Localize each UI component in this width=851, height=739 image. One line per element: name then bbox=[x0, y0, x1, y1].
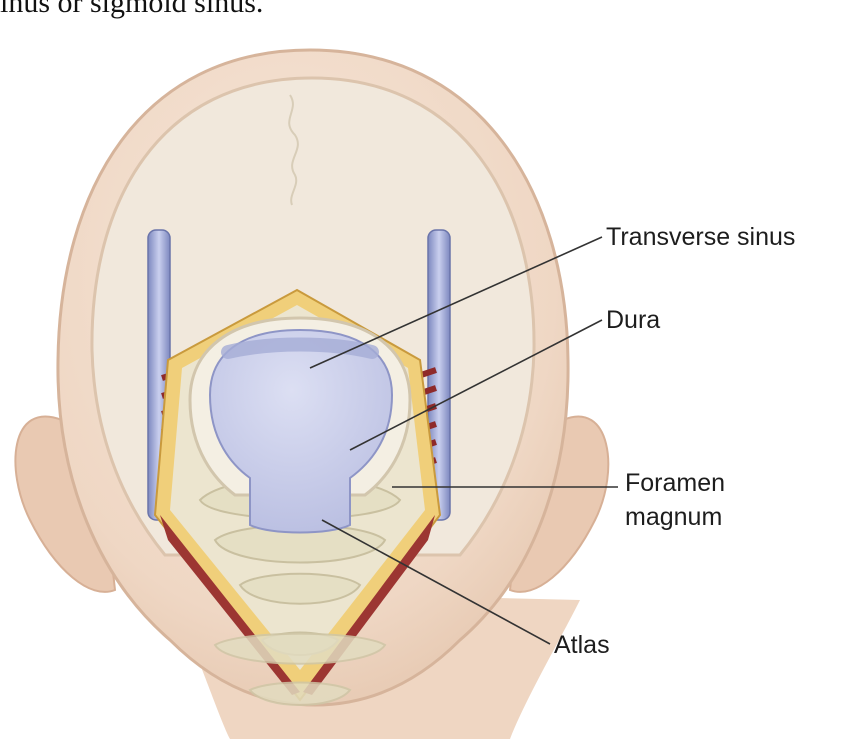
label-foramen-line1: Foramen bbox=[625, 468, 725, 498]
label-transverse-sinus: Transverse sinus bbox=[606, 222, 795, 252]
label-dura: Dura bbox=[606, 305, 660, 335]
label-atlas: Atlas bbox=[554, 630, 610, 660]
label-foramen-line2: magnum bbox=[625, 502, 722, 532]
transverse-sinus bbox=[228, 345, 372, 353]
